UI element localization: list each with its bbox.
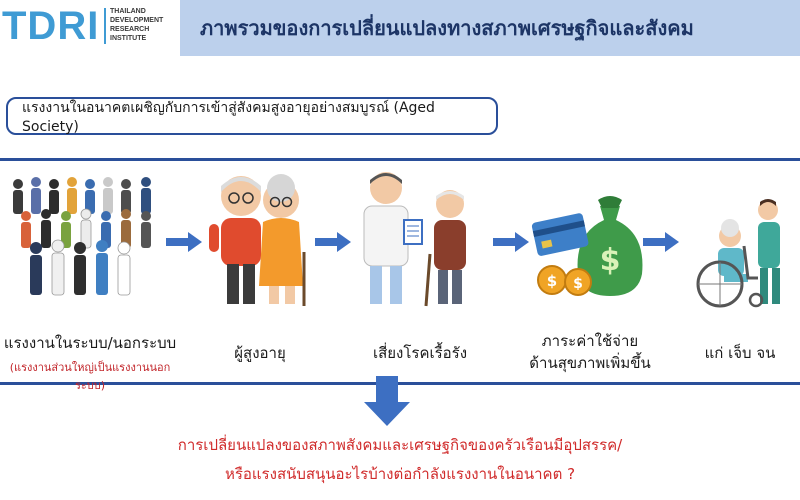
step-1-note: (แรงงานส่วนใหญ่เป็นแรงงานนอกระบบ) [9,361,171,392]
tdri-logo: TDRI THAILAND DEVELOPMENT RESEARCH INSTI… [0,0,200,52]
question-line-2: หรือแรงสนับสนุนอะไรบ้างต่อกำลังแรงงานในอ… [224,465,576,483]
title-bar: ภาพรวมของการเปลี่ยนแปลงทางสภาพเศรษฐกิจแล… [180,0,800,56]
subtitle-box: แรงงานในอนาคตเผชิญกับการเข้าสู่สังคมสูงอ… [6,97,498,135]
logo-line-1: THAILAND [110,8,146,15]
logo-line-2: DEVELOPMENT [110,17,164,24]
step-3-label: เสี่ยงโรคเรื้อรัง [372,344,468,362]
flow-arrow-4 [643,232,679,252]
logo-subtext: THAILAND DEVELOPMENT RESEARCH INSTITUTE [110,7,163,43]
bottom-divider [0,382,800,385]
workforce-crowd-icon [13,177,151,296]
step-4-label-line-1: ภาระค่าใช้จ่าย [541,332,639,350]
svg-text:$: $ [600,243,621,278]
question-line-1: การเปลี่ยนแปลงของสภาพสังคมและเศรษฐกิจของ… [177,436,623,454]
money-bag-card-icon: $ $ $ [531,196,643,296]
step-1-label: แรงงานในระบบ/นอกระบบ [3,334,177,352]
flow-arrow-2 [315,232,351,252]
workforce-figures [13,177,151,296]
wheelchair-caregiver-icon [696,199,780,308]
subtitle-text: แรงงานในอนาคตเผชิญกับการเข้าสู่สังคมสูงอ… [22,100,435,135]
doctor-patient-icon [363,172,466,307]
logo-line-4: INSTITUTE [110,35,147,42]
logo-mark: TDRI [2,4,100,48]
step-4-label-line-2: ด้านสุขภาพเพิ่มขึ้น [529,354,651,372]
flow-arrow-1 [166,232,202,252]
svg-text:$: $ [547,272,557,290]
down-arrow [364,376,410,426]
logo-separator [104,8,106,44]
page-title: ภาพรวมของการเปลี่ยนแปลงทางสภาพเศรษฐกิจแล… [200,16,694,40]
svg-text:$: $ [573,276,583,292]
top-divider [0,158,800,161]
step-5-label: แก่ เจ็บ จน [704,344,776,362]
step-2-label: ผู้สูงอายุ [234,344,286,362]
elderly-couple-icon [209,174,306,306]
step-4-label: ภาระค่าใช้จ่าย ด้านสุขภาพเพิ่มขึ้น [515,330,665,374]
flow-arrow-3 [493,232,529,252]
logo-line-3: RESEARCH [110,26,150,33]
